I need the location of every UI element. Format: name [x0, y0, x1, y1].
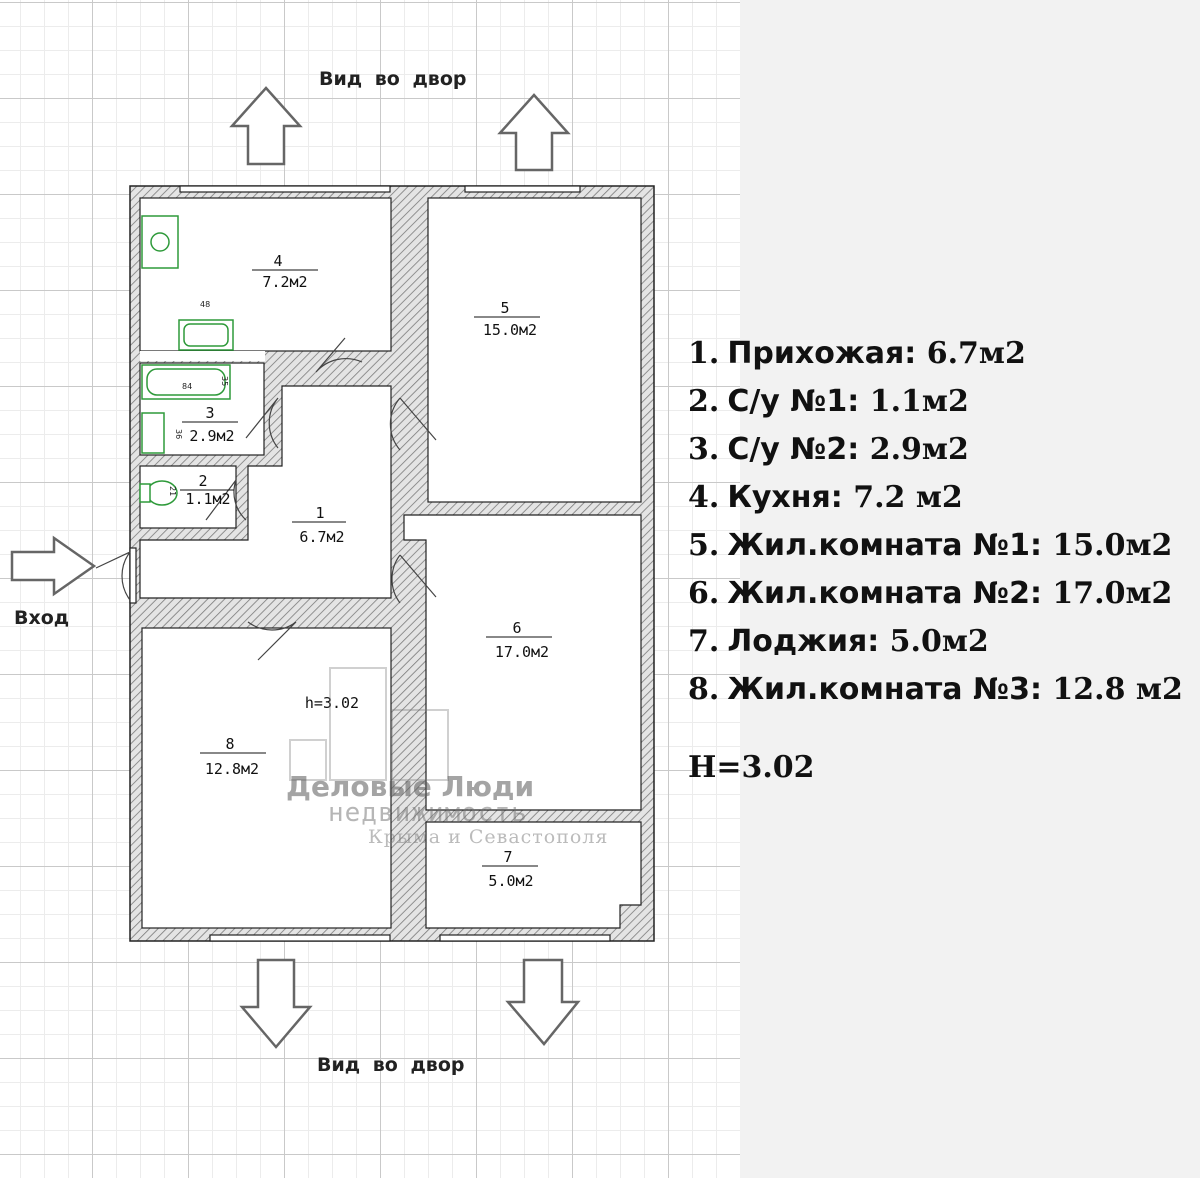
floor-plan: 48 84 35 36 21 4 7.2м2 5 15.0м2 3 2.9м2 … [10, 86, 655, 1049]
room-8-number: 8 [225, 735, 234, 753]
legend-item: 5.Жил.комната №1: 15.0м2 [688, 528, 1173, 563]
room-4-area: 7.2м2 [262, 273, 307, 291]
legend-item: 7.Лоджия: 5.0м2 [688, 624, 989, 659]
room-6-number: 6 [512, 619, 521, 637]
room-5-area: 15.0м2 [483, 321, 537, 339]
room-8-area: 12.8м2 [205, 760, 259, 778]
bath-length-dimension: 84 [182, 382, 192, 391]
legend-panel [740, 0, 1200, 1178]
arrow-right-icon [10, 535, 97, 597]
washbasin-icon [141, 412, 165, 454]
bath-depth-dimension: 35 [220, 376, 229, 386]
bottom-view-label: Вид во двор [317, 1054, 465, 1076]
toilet-dimension: 21 [168, 486, 177, 496]
room-4-kitchen [139, 197, 392, 352]
washbasin-dimension: 36 [174, 429, 183, 439]
doors [95, 337, 437, 661]
room-3-number: 3 [205, 404, 214, 422]
legend-item: 1.Прихожая: 6.7м2 [688, 336, 1026, 371]
room-6-area: 17.0м2 [495, 643, 549, 661]
room-8-living [141, 627, 392, 929]
legend-item: 6.Жил.комната №2: 17.0м2 [688, 576, 1173, 611]
room-5-number: 5 [500, 299, 509, 317]
legend-item: 4.Кухня: 7.2 м2 [688, 480, 963, 515]
sink-dimension: 48 [200, 300, 210, 309]
arrow-down-icon [505, 958, 581, 1046]
room-2-number: 2 [198, 472, 207, 490]
arrow-up-icon [229, 86, 303, 166]
stove-icon [141, 215, 179, 269]
room-legend: 1.Прихожая: 6.7м2 2.С/у №1: 1.1м2 3.С/у … [688, 330, 1183, 714]
room-6-living [403, 514, 642, 811]
room-5-living [427, 197, 642, 503]
room-2-area: 1.1м2 [185, 490, 230, 508]
plumbing-fixtures [139, 215, 234, 506]
arrow-up-icon [497, 93, 571, 172]
entrance-label: Вход [14, 607, 70, 629]
legend-item: 3.С/у №2: 2.9м2 [688, 432, 969, 467]
room-1-number: 1 [315, 504, 324, 522]
legend-item: 2.С/у №1: 1.1м2 [688, 384, 969, 419]
room-7-number: 7 [503, 848, 512, 866]
room-1-area: 6.7м2 [299, 528, 344, 546]
height-note: H=3.02 [688, 750, 815, 785]
ceiling-height-label: h=3.02 [305, 694, 359, 712]
room-4-number: 4 [273, 252, 282, 270]
watermark-logo [289, 667, 449, 781]
room-3-area: 2.9м2 [189, 427, 234, 445]
legend-item: 8.Жил.комната №3: 12.8 м2 [688, 672, 1183, 707]
arrow-down-icon [239, 958, 313, 1049]
top-view-label: Вид во двор [319, 68, 467, 90]
room-7-loggia [425, 821, 642, 929]
windows [129, 185, 611, 942]
room-1-hall [139, 385, 392, 599]
room-7-area: 5.0м2 [488, 872, 533, 890]
